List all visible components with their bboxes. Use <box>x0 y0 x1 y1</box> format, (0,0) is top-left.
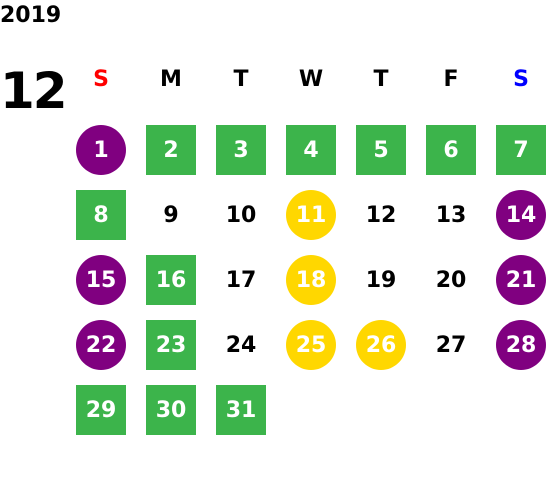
calendar-day-16[interactable]: 16 <box>146 255 196 305</box>
calendar-day-2[interactable]: 2 <box>146 125 196 175</box>
weekday-monday: M <box>160 67 182 92</box>
calendar-day-24[interactable]: 24 <box>225 332 257 358</box>
calendar-day-28[interactable]: 28 <box>496 320 546 370</box>
calendar-day-26[interactable]: 26 <box>356 320 406 370</box>
calendar-day-27[interactable]: 27 <box>435 332 467 358</box>
weekday-saturday: S <box>513 67 529 92</box>
calendar-day-7[interactable]: 7 <box>496 125 546 175</box>
calendar-day-10[interactable]: 10 <box>225 202 257 228</box>
calendar-day-6[interactable]: 6 <box>426 125 476 175</box>
month-number: 12 <box>0 62 68 120</box>
calendar-day-14[interactable]: 14 <box>496 190 546 240</box>
calendar-day-25[interactable]: 25 <box>286 320 336 370</box>
weekday-friday: F <box>443 67 459 92</box>
calendar-day-23[interactable]: 23 <box>146 320 196 370</box>
calendar-day-19[interactable]: 19 <box>365 267 397 293</box>
weekday-tuesday: T <box>233 67 249 92</box>
calendar-day-8[interactable]: 8 <box>76 190 126 240</box>
calendar-day-20[interactable]: 20 <box>435 267 467 293</box>
calendar-day-30[interactable]: 30 <box>146 385 196 435</box>
calendar-day-9[interactable]: 9 <box>163 202 179 228</box>
calendar-day-11[interactable]: 11 <box>286 190 336 240</box>
calendar-day-17[interactable]: 17 <box>225 267 257 293</box>
calendar-day-22[interactable]: 22 <box>76 320 126 370</box>
weekday-wednesday: W <box>298 67 324 92</box>
calendar-day-5[interactable]: 5 <box>356 125 406 175</box>
calendar-day-15[interactable]: 15 <box>76 255 126 305</box>
calendar-day-4[interactable]: 4 <box>286 125 336 175</box>
year-label: 2019 <box>0 3 62 28</box>
calendar-day-3[interactable]: 3 <box>216 125 266 175</box>
calendar-day-31[interactable]: 31 <box>216 385 266 435</box>
calendar-day-13[interactable]: 13 <box>435 202 467 228</box>
weekday-sunday: S <box>93 67 109 92</box>
calendar-day-12[interactable]: 12 <box>365 202 397 228</box>
calendar-day-29[interactable]: 29 <box>76 385 126 435</box>
calendar-day-21[interactable]: 21 <box>496 255 546 305</box>
calendar-day-18[interactable]: 18 <box>286 255 336 305</box>
weekday-thursday: T <box>373 67 389 92</box>
calendar-day-1[interactable]: 1 <box>76 125 126 175</box>
